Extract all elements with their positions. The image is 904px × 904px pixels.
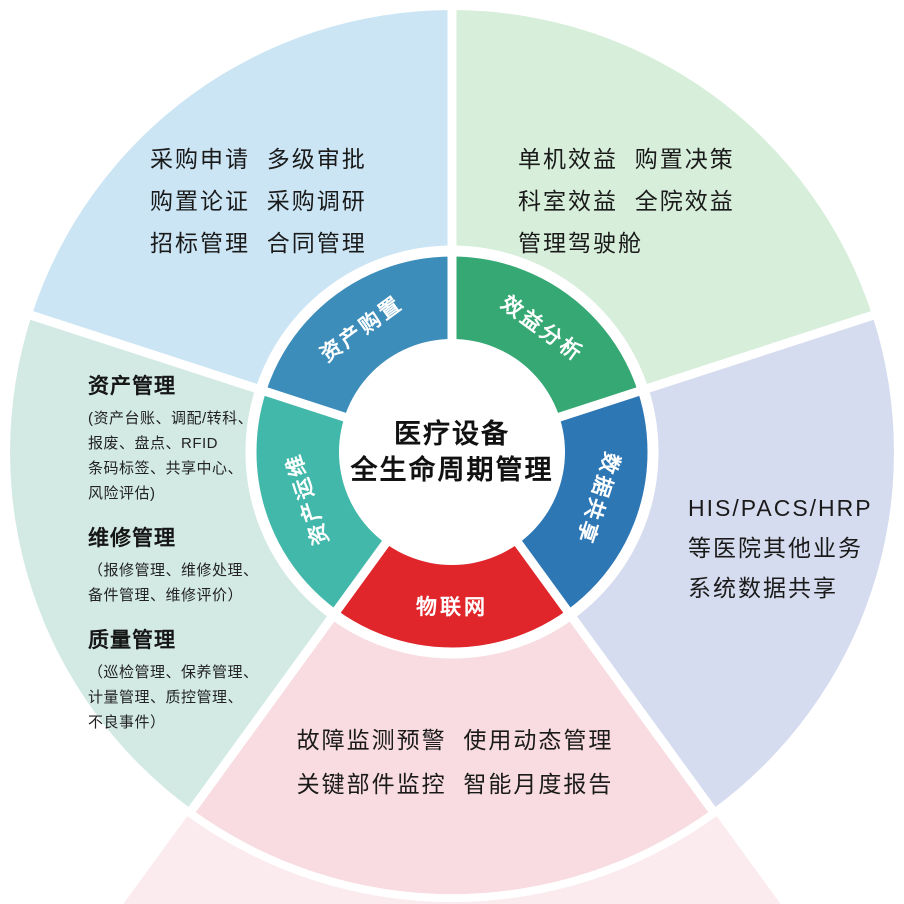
data-sharing-line: HIS/PACS/HRP — [688, 495, 873, 521]
procurement-line: 招标管理 合同管理 — [150, 230, 367, 256]
procurement-text: 采购申请 多级审批 购置论证 采购调研 招标管理 合同管理 — [150, 138, 367, 264]
iot-line: 关键部件监控 智能月度报告 — [296, 771, 614, 797]
operations-detail: 条码标签、共享中心、 — [88, 460, 244, 477]
segment-divider — [509, 533, 718, 816]
benefit-line: 科室效益 全院效益 — [518, 188, 735, 214]
operations-detail: 风险评估) — [88, 485, 156, 502]
data-sharing-line: 系统数据共享 — [688, 575, 838, 601]
operations-detail: （报修管理、维修处理、 — [88, 562, 259, 579]
operations-detail: 报废、盘点、RFID — [88, 435, 218, 452]
segment-divider — [26, 309, 355, 425]
procurement-line: 购置论证 采购调研 — [150, 188, 367, 214]
operations-detail: 备件管理、维修评价） — [88, 587, 244, 604]
operations-detail: (资产台账、调配/转科、 — [88, 410, 254, 427]
procurement-line: 采购申请 多级审批 — [150, 146, 367, 172]
iot-outer-band — [123, 816, 781, 904]
benefit-line: 管理驾驶舱 — [518, 230, 643, 256]
iot-sector — [192, 452, 712, 895]
benefit-text: 单机效益 购置决策 科室效益 全院效益 管理驾驶舱 — [518, 138, 735, 264]
center-title: 医疗设备 全生命周期管理 — [292, 416, 612, 488]
benefit-line: 单机效益 购置决策 — [518, 146, 735, 172]
ring-label-iot: 物联网 — [416, 596, 488, 619]
iot-text: 故障监测预警 使用动态管理 关键部件监控 智能月度报告 — [297, 718, 614, 806]
operations-detail: 计量管理、质控管理、 — [88, 689, 244, 706]
center-disc — [339, 339, 565, 565]
data-sharing-text: HIS/PACS/HRP 等医院其他业务 系统数据共享 — [688, 488, 873, 608]
operations-text: 资产管理 (资产台账、调配/转科、 报废、盘点、RFID 条码标签、共享中心、 … — [88, 370, 318, 735]
operations-detail: （巡检管理、保养管理、 — [88, 664, 259, 681]
operations-detail: 不良事件） — [88, 714, 166, 731]
segment-divider — [549, 309, 878, 425]
iot-line: 故障监测预警 使用动态管理 — [296, 727, 614, 753]
operations-group-title: 维修管理 — [88, 527, 176, 550]
data-sharing-line: 等医院其他业务 — [688, 535, 863, 561]
operations-group-title: 资产管理 — [88, 375, 176, 398]
operations-group-title: 质量管理 — [88, 629, 176, 652]
segment-divider — [186, 533, 395, 816]
center-title-line2: 全生命周期管理 — [350, 455, 554, 485]
center-title-line1: 医疗设备 — [394, 419, 510, 449]
